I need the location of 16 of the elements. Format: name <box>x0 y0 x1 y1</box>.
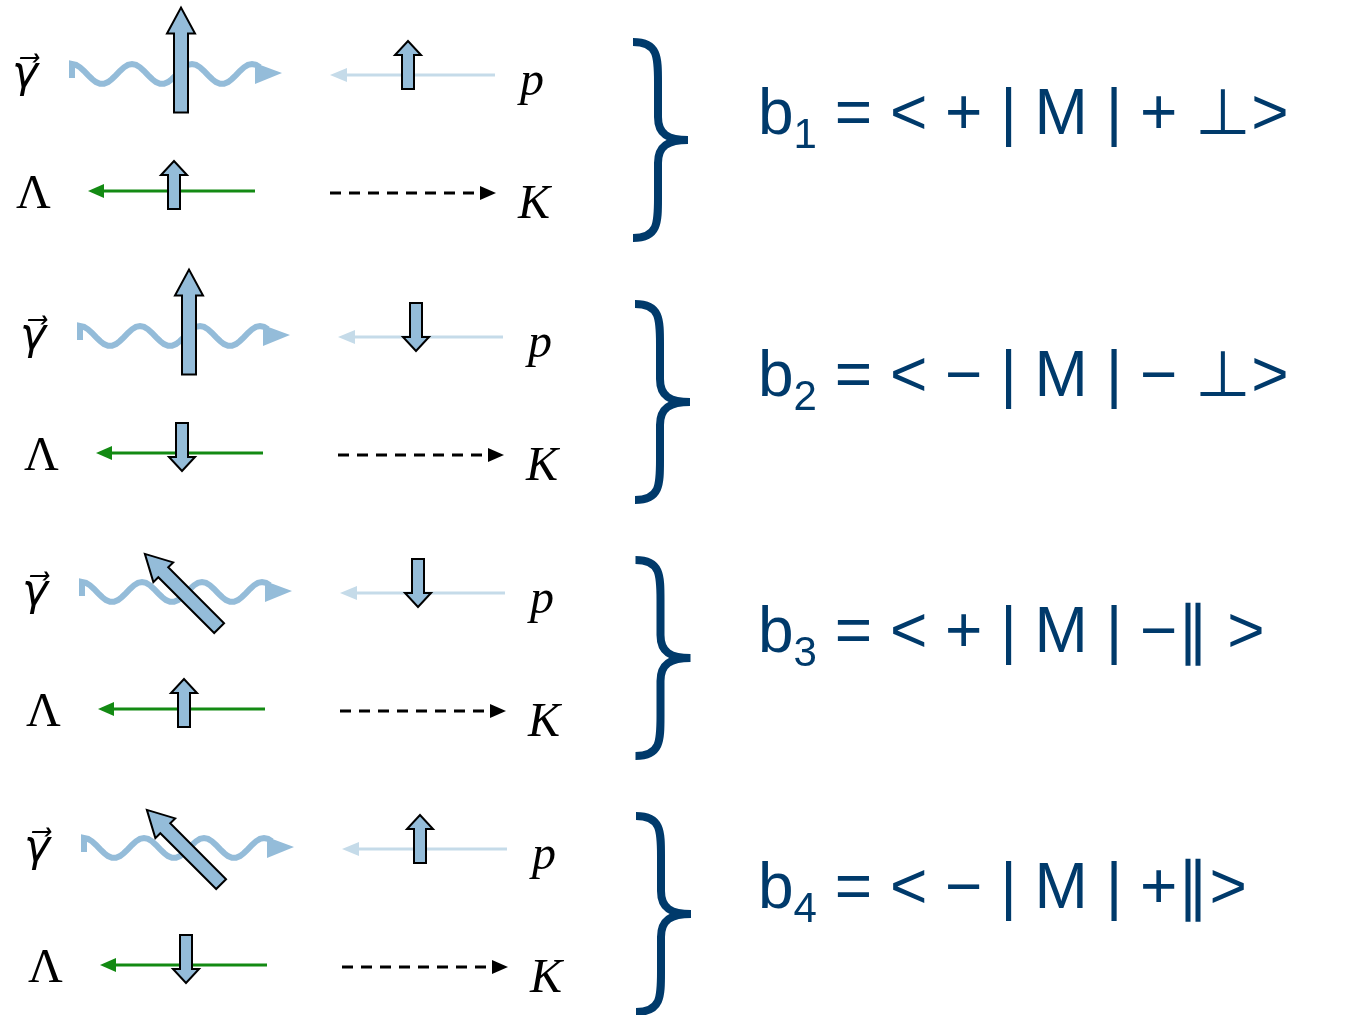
amplitude-equation: b$_{2}$ = < − | M | − ⊥> <box>758 342 1289 417</box>
photon-symbol: γ⃗ <box>20 312 47 356</box>
lambda-symbol: Λ <box>24 430 59 478</box>
photon-symbol: γ⃗ <box>24 824 51 868</box>
amplitude-equation: b$_{1}$ = < + | M | + ⊥> <box>758 80 1289 155</box>
photon-symbol: γ⃗ <box>22 568 49 612</box>
kaon-symbol: K <box>518 178 550 226</box>
kaon-symbol: K <box>528 696 560 744</box>
amplitude-equation: b$_{4}$ = < − | M | +∥> <box>758 854 1247 929</box>
kaon-symbol: K <box>530 952 562 1000</box>
lambda-symbol: Λ <box>26 686 61 734</box>
kaon-symbol: K <box>526 440 558 488</box>
photon-symbol: γ⃗ <box>12 50 39 94</box>
lambda-symbol: Λ <box>28 942 63 990</box>
lambda-symbol: Λ <box>16 168 51 216</box>
amplitude-equation: b$_{3}$ = < + | M | −∥ > <box>758 598 1265 673</box>
